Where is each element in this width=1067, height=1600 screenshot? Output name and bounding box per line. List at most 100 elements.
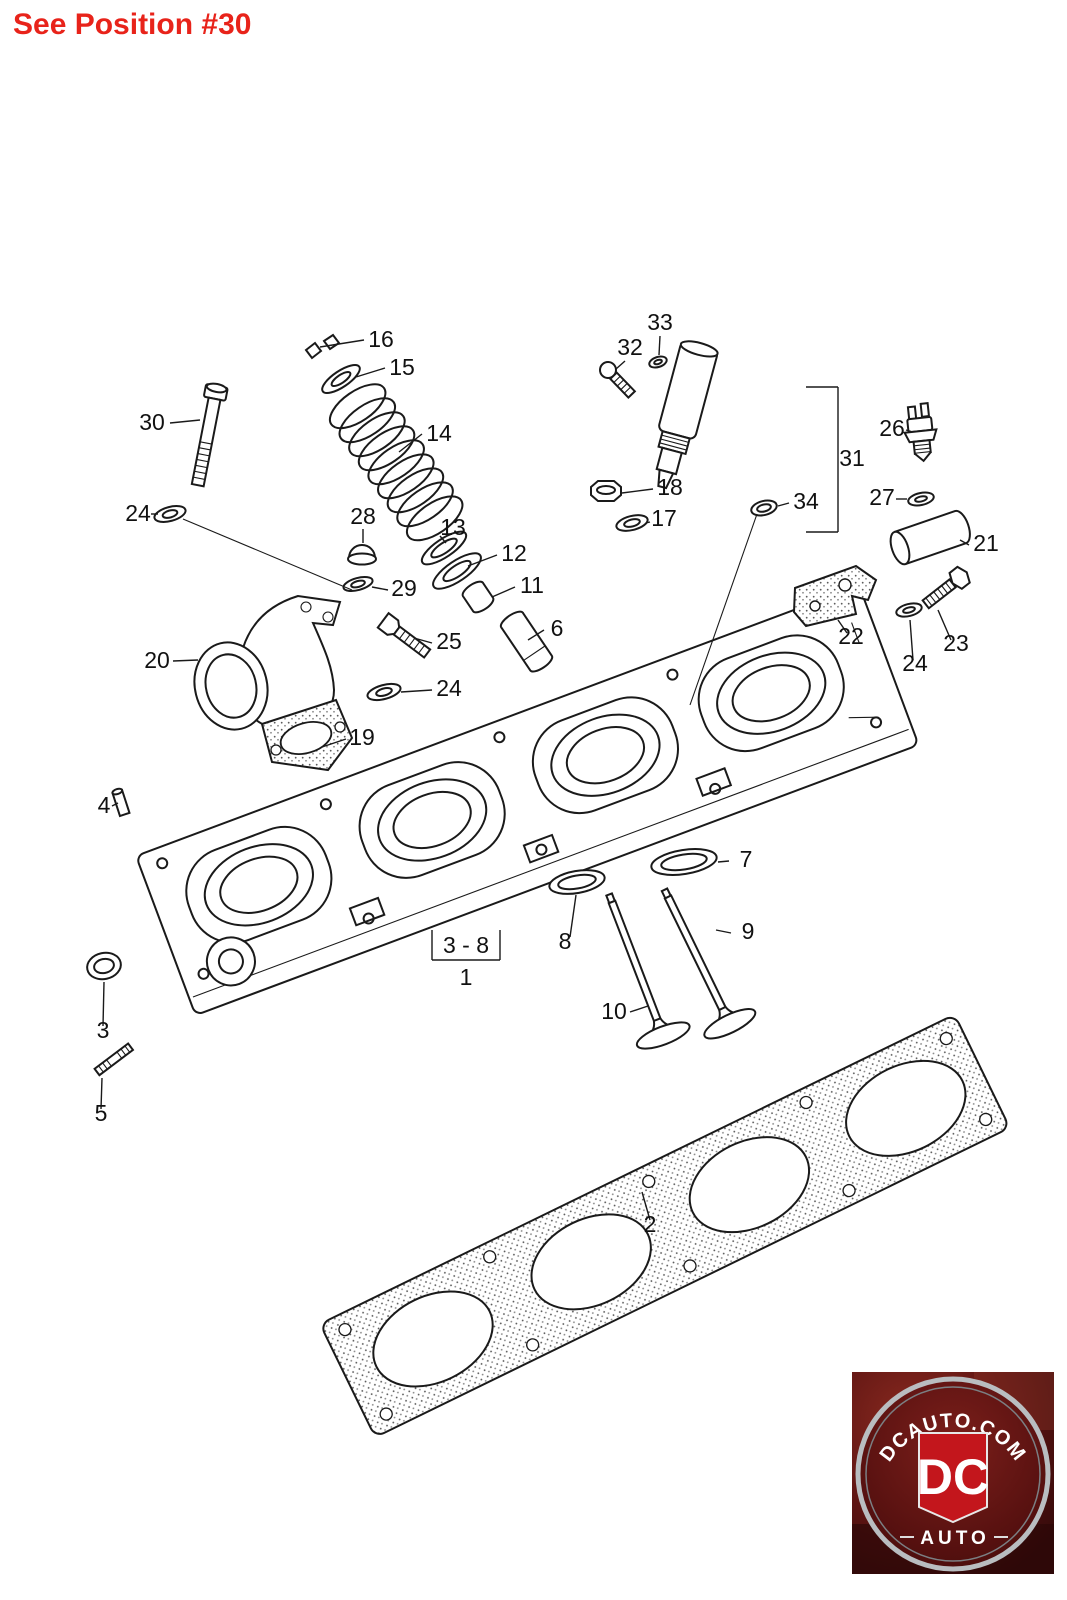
callout-label-3: 3 — [97, 1017, 110, 1043]
callout-label-6: 6 — [551, 615, 564, 641]
valve-spring — [328, 383, 464, 542]
water-neck-gasket — [260, 698, 354, 772]
washer-17 — [615, 514, 649, 532]
valve-left — [605, 892, 691, 1050]
callout-leader-line — [398, 433, 423, 453]
stud-bolt — [376, 611, 432, 659]
injector-body — [655, 340, 719, 490]
callout-label-5: 5 — [95, 1100, 108, 1126]
callout-label-27: 27 — [869, 484, 895, 510]
callout-leader-line — [717, 860, 730, 863]
bolt-23 — [921, 565, 971, 610]
callout-label-26: 26 — [879, 415, 905, 441]
callout-leader-line — [371, 586, 389, 591]
see-position-note: See Position #30 — [13, 8, 252, 41]
callout-leader-line — [100, 1077, 103, 1110]
callout-leader-line — [355, 367, 386, 378]
callout-label-1: 1 — [460, 964, 473, 990]
callout-label-20: 20 — [144, 647, 170, 673]
callout-label-10: 10 — [601, 998, 627, 1024]
valve-stem-seal — [461, 580, 495, 614]
callout-label-29: 29 — [391, 575, 417, 601]
callout-label-33: 33 — [647, 309, 673, 335]
head-bolt — [190, 382, 229, 488]
callout-label-22: 22 — [838, 623, 864, 649]
callout-label-31: 31 — [839, 445, 865, 471]
callout-leader-line — [658, 335, 661, 356]
callout-label-4: 4 — [98, 792, 111, 818]
callout-leader-line — [111, 802, 119, 807]
callout-leader-line — [909, 619, 914, 661]
spring-seat-upper — [420, 530, 468, 566]
callout-leader-line — [837, 619, 848, 634]
valve-right — [660, 887, 757, 1040]
injector-o-ring — [750, 499, 778, 517]
callout-label-24: 24 — [902, 650, 928, 676]
callout-leader-line — [491, 586, 516, 598]
callout-leader-line — [400, 689, 433, 693]
washer-24-mid — [366, 682, 402, 702]
callout-leader-line — [102, 981, 105, 1027]
callout-label-15: 15 — [389, 354, 415, 380]
callout-label-30: 30 — [139, 409, 165, 435]
seal-ring-3 — [86, 951, 122, 981]
dcauto-logo: DCAUTO.COM DC AUTO — [852, 1372, 1054, 1574]
callout-leader-line — [569, 894, 577, 938]
logo-shield — [918, 1432, 988, 1524]
callout-label-3-8: 3 - 8 — [443, 932, 489, 958]
callout-leader-line — [905, 429, 914, 433]
callout-label-23: 23 — [943, 630, 969, 656]
callout-label-12: 12 — [501, 540, 527, 566]
washer-24-left — [153, 505, 187, 523]
logo-monogram: DC — [917, 1449, 989, 1505]
temperature-sensor — [902, 402, 938, 463]
callout-label-21: 21 — [973, 530, 999, 556]
screw-washer-33 — [648, 355, 668, 369]
callout-leader-line — [319, 339, 365, 348]
injector-alignment-line — [689, 513, 758, 706]
callout-leader-line — [715, 929, 732, 934]
callout-leader-line — [413, 637, 433, 644]
callout-label-34: 34 — [793, 488, 819, 514]
callout-label-13: 13 — [440, 514, 466, 540]
callout-leader-line — [937, 609, 952, 641]
callout-leader-line — [959, 539, 970, 546]
callout-label-19: 19 — [349, 724, 375, 750]
callout-leader-line — [439, 535, 447, 544]
alignment-line — [182, 518, 353, 591]
callout-leader-line — [321, 738, 347, 748]
sleeve-21 — [889, 509, 971, 566]
water-neck-housing — [193, 594, 342, 731]
callout-label-9: 9 — [742, 918, 755, 944]
washer-24-right — [895, 602, 923, 618]
logo-sub-text: AUTO — [920, 1528, 989, 1549]
bracket-22 — [792, 564, 878, 628]
callout-leader-line — [629, 1005, 649, 1013]
spring-seat-lower — [432, 552, 482, 590]
washer-29 — [342, 576, 374, 592]
injector-screw — [599, 361, 637, 399]
callout-label-25: 25 — [436, 628, 462, 654]
callout-label-11: 11 — [520, 572, 544, 598]
callout-leader-line — [621, 488, 654, 494]
stud-5 — [93, 1042, 135, 1077]
callout-leader-line — [615, 360, 626, 370]
callout-label-16: 16 — [368, 326, 394, 352]
callout-leader-line — [645, 521, 651, 524]
callout-label-28: 28 — [350, 503, 376, 529]
pin-4 — [111, 787, 131, 818]
head-gasket-drawing — [322, 1016, 1008, 1435]
callout-label-24: 24 — [125, 500, 151, 526]
hex-nut-18 — [590, 480, 622, 502]
callout-leader-line — [172, 659, 199, 662]
callout-leader-line — [641, 1191, 651, 1221]
callout-leader-line — [169, 419, 201, 424]
cap-nut — [347, 544, 377, 566]
callout-leader-line — [527, 629, 545, 641]
logo-inner-ring — [865, 1386, 1041, 1562]
callout-label-7: 7 — [740, 846, 753, 872]
callout-leader-line — [777, 502, 790, 507]
valve-seat-7 — [650, 848, 718, 876]
